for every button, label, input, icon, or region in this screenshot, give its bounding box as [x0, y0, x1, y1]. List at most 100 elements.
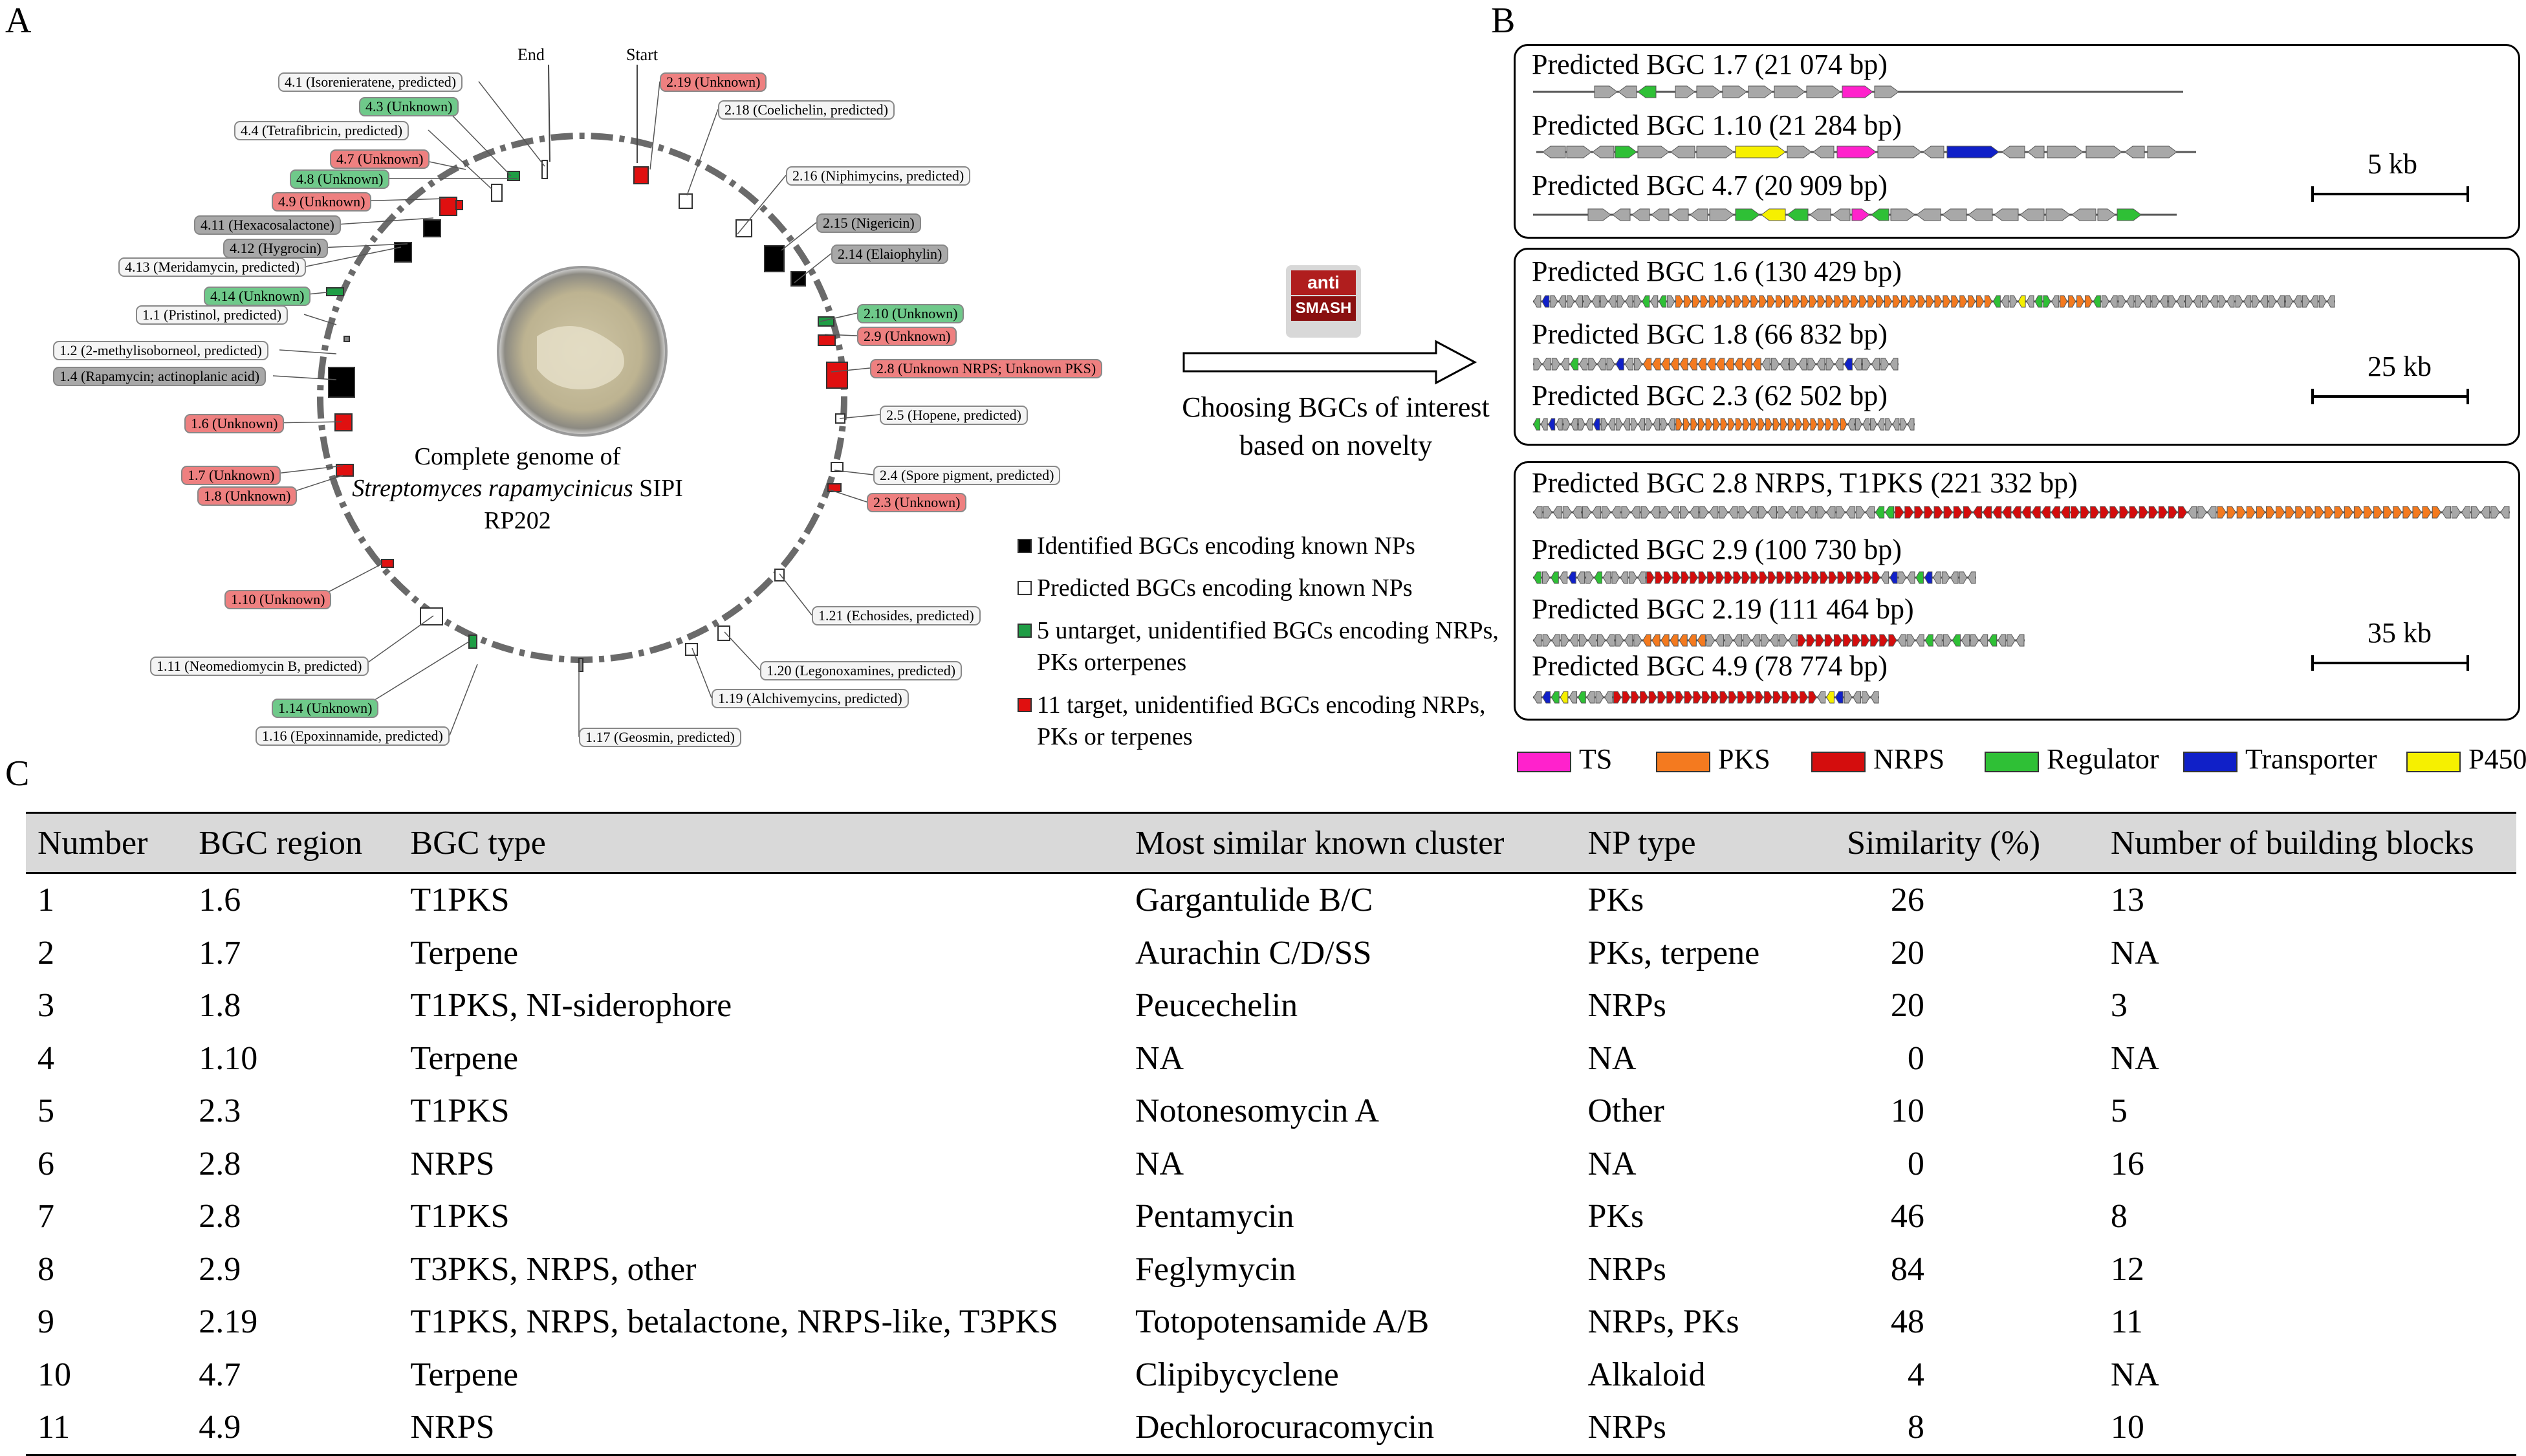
gene-arrow	[1897, 634, 1906, 647]
gene-arrow	[2118, 295, 2126, 308]
gene-arrow	[2109, 295, 2118, 308]
gene-arrow	[2027, 146, 2045, 158]
legend-item: 11 target, unidentified BGCs encoding NR…	[1018, 690, 1522, 754]
gene-arrow	[1637, 571, 1646, 584]
gene-arrow	[1690, 571, 1698, 584]
bgc-label: 4.13 (Meridamycin, predicted)	[118, 257, 307, 277]
gene-arrow	[1725, 295, 1734, 308]
gene-arrow	[1809, 208, 1831, 221]
gene-arrow	[2071, 208, 2096, 221]
gene-arrow	[2097, 208, 2116, 221]
gene-arrow	[2266, 506, 2276, 519]
gene-arrow	[1843, 634, 1852, 647]
gene-arrow	[2139, 506, 2148, 519]
gene-arrow	[1833, 634, 1843, 647]
gene-arrow	[2031, 506, 2041, 519]
gene-arrow	[1697, 634, 1706, 647]
gene-arrow	[2383, 506, 2393, 519]
gene-arrow	[2402, 506, 2412, 519]
gene-arrow	[1970, 634, 1979, 647]
gene-arrow	[1615, 418, 1623, 431]
gene-arrow	[1829, 571, 1837, 584]
gene-arrow	[2285, 295, 2293, 308]
gene-arrow	[1682, 418, 1690, 431]
table-cell: 4	[1907, 1356, 1924, 1393]
gene-arrow	[1826, 691, 1835, 704]
gene-arrow	[1951, 295, 1959, 308]
panel-a-genome-map: Start End 2.19 (Unknown)2.18 (Coelicheli…	[0, 0, 1499, 763]
gene-key-item: TS	[1517, 743, 1612, 775]
gene-arrow	[1652, 358, 1661, 371]
gene-arrow	[2016, 634, 2025, 647]
gene-arrow	[2324, 506, 2334, 519]
gene-arrow	[1661, 358, 1670, 371]
antismash-logo-bottom: SMASH	[1291, 296, 1356, 321]
gene-arrow	[2151, 295, 2160, 308]
table-cell: 2	[38, 934, 54, 972]
gene-arrow	[1617, 295, 1625, 308]
gene-arrow	[2327, 295, 2335, 308]
gene-arrow	[2060, 295, 2068, 308]
gene-arrow	[1865, 506, 1875, 519]
gene-arrow	[1699, 506, 1709, 519]
gene-arrow	[1844, 358, 1853, 371]
genome-title: Complete genome of Streptomyces rapamyci…	[336, 441, 699, 537]
gene-arrow	[1746, 691, 1755, 704]
cluster-group-box	[1514, 248, 2520, 446]
gene-arrow	[1592, 146, 1615, 158]
gene-arrow	[1741, 571, 1750, 584]
bgc-label: 1.20 (Legonoxamines, predicted)	[760, 661, 963, 680]
gene-arrow	[1693, 691, 1702, 704]
gene-arrow	[1824, 634, 1834, 647]
table-cell: 8	[38, 1250, 54, 1288]
table-cell: Pentamycin	[1135, 1198, 1294, 1235]
gene-arrow	[1542, 358, 1551, 371]
gene-arrow	[1707, 571, 1715, 584]
gene-arrow	[1787, 506, 1797, 519]
gene-arrow	[2210, 295, 2218, 308]
gene-key-label: NRPS	[1873, 743, 1945, 775]
leader-line	[839, 414, 880, 419]
gene-arrow	[2018, 295, 2026, 308]
gene-arrow	[1835, 358, 1844, 371]
gene-arrow	[1638, 418, 1646, 431]
table-cell: 13	[2110, 882, 2144, 919]
bgc-label: 2.18 (Coelichelin, predicted)	[718, 100, 895, 120]
gene-arrow	[1922, 146, 1944, 158]
gene-arrow	[1569, 691, 1578, 704]
gene-arrow	[1871, 358, 1880, 371]
gene-key-label: PKS	[1718, 743, 1770, 775]
gene-arrow	[1802, 571, 1811, 584]
gene-arrow	[1750, 571, 1759, 584]
panel-letter-c: C	[5, 754, 30, 794]
table-cell: 4	[38, 1039, 54, 1077]
gene-key-item: Transporter	[2183, 743, 2377, 775]
gene-arrow	[1698, 418, 1705, 431]
gene-arrow	[1994, 208, 2019, 221]
gene-arrow	[1877, 418, 1885, 431]
gene-arrow	[1728, 418, 1735, 431]
table-cell: Feglymycin	[1135, 1250, 1296, 1288]
leader-line	[686, 109, 719, 196]
gene-arrow	[1630, 418, 1638, 431]
gene-arrow	[1680, 506, 1690, 519]
table-cell: Terpene	[410, 1356, 519, 1393]
table-header-cell: Similarity (%)	[1835, 812, 2099, 874]
gene-arrow	[1752, 634, 1761, 647]
table-cell: T1PKS	[410, 1092, 510, 1130]
gene-arrow	[1833, 418, 1840, 431]
gene-arrow	[1623, 418, 1630, 431]
gene-arrow	[2020, 208, 2045, 221]
gene-arrow	[1875, 506, 1885, 519]
leader-line	[478, 81, 545, 167]
gene-arrow	[1874, 85, 1899, 98]
gene-arrow	[1791, 691, 1800, 704]
gene-arrow	[1606, 358, 1615, 371]
gene-arrow	[1709, 506, 1719, 519]
gene-arrow	[1834, 295, 1842, 308]
gene-arrow	[2002, 506, 2012, 519]
gene-arrow	[1811, 571, 1820, 584]
bgc-label: 4.11 (Hexacosalactone)	[194, 215, 341, 235]
gene-arrow	[2207, 506, 2217, 519]
